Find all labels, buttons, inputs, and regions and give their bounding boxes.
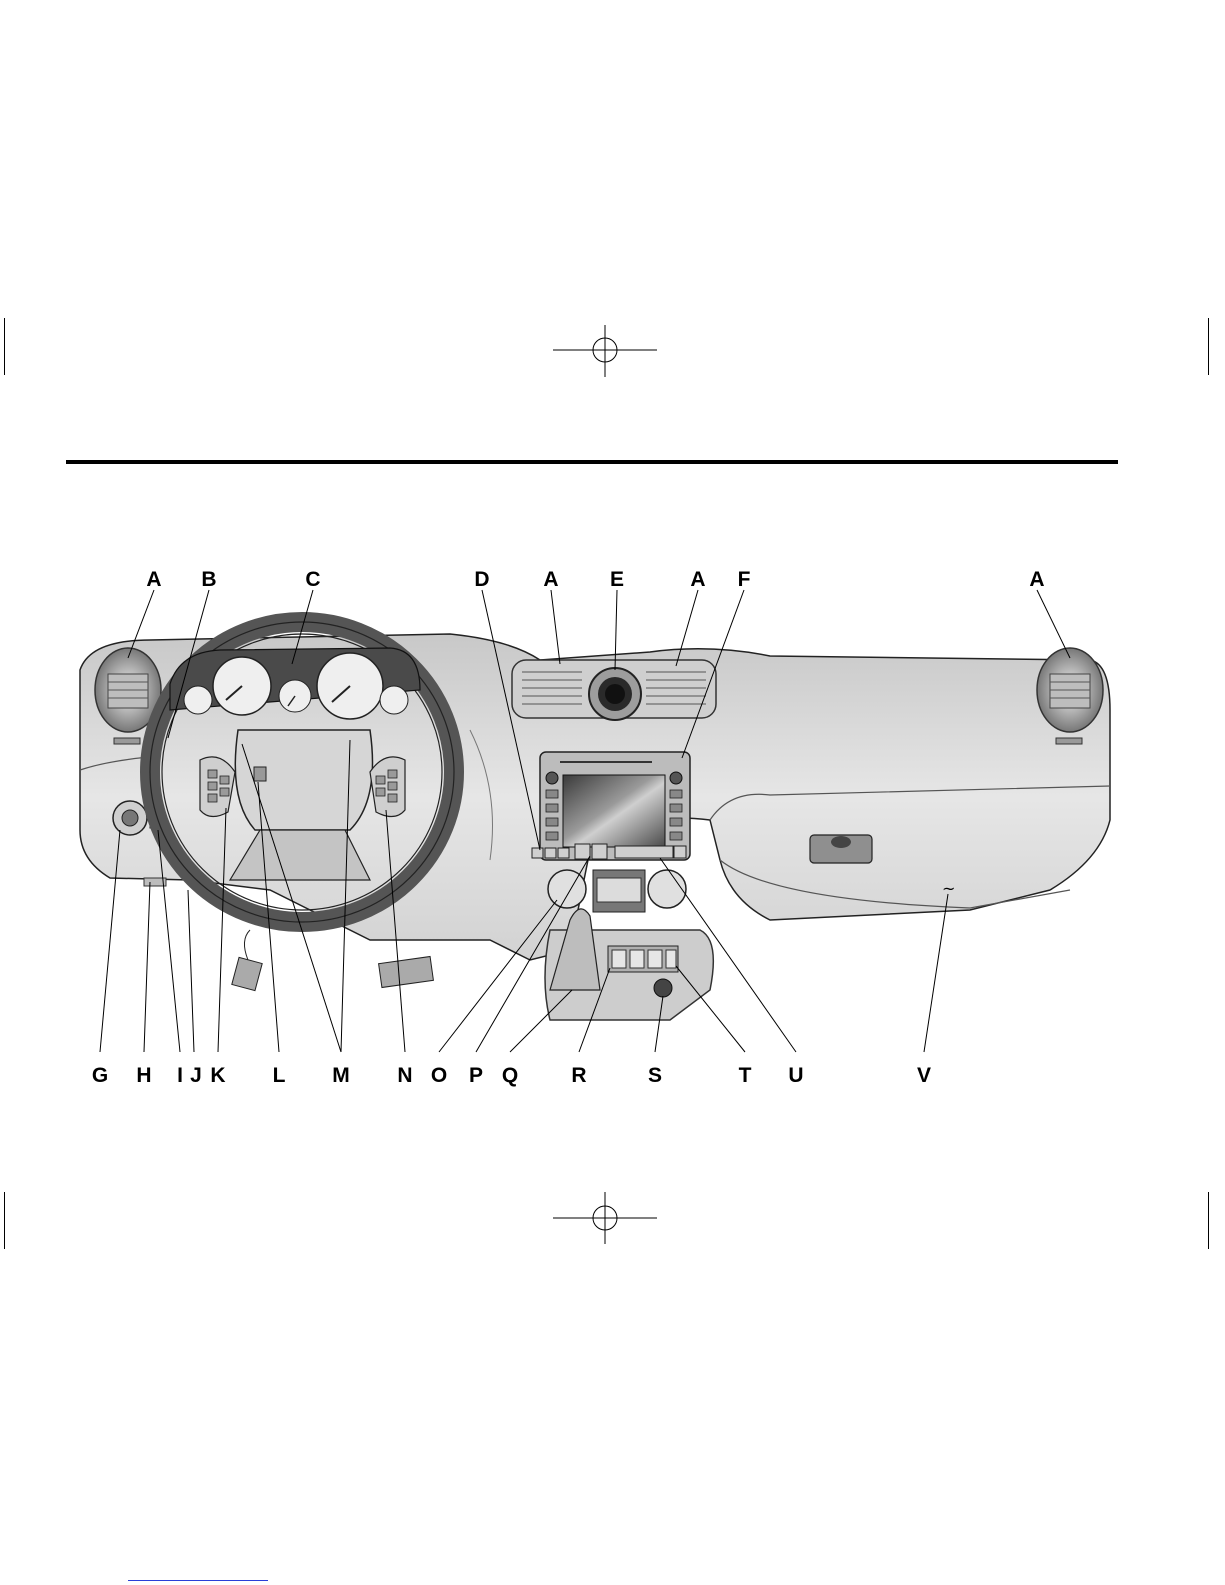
callout-p: P: [469, 1064, 483, 1087]
callout-v: V: [917, 1064, 931, 1087]
callout-g: G: [92, 1064, 108, 1087]
footer-link-underline: [128, 1580, 268, 1581]
svg-text:~: ~: [942, 879, 955, 898]
callout-a-center-right: A: [690, 568, 705, 591]
callout-d: D: [474, 568, 489, 591]
navigation-radio-unit: [540, 752, 690, 860]
callout-t: T: [739, 1064, 752, 1087]
callout-h: H: [136, 1064, 151, 1087]
center-console: [545, 909, 713, 1020]
callout-u: U: [788, 1064, 803, 1087]
trim-mark-right-bottom: [1208, 1192, 1209, 1249]
registration-mark-top: [553, 325, 657, 377]
instrument-cluster: [170, 648, 420, 719]
callout-m: M: [332, 1064, 350, 1087]
analog-clock: [589, 668, 641, 720]
top-callouts: A B C D A E A F A: [146, 568, 1044, 591]
callout-i: I: [177, 1064, 183, 1087]
callout-n: N: [397, 1064, 412, 1087]
trim-mark-left-bottom: [4, 1192, 5, 1249]
callout-f: F: [738, 568, 751, 591]
callout-l: L: [273, 1064, 286, 1087]
callout-j: J: [190, 1064, 202, 1087]
instrument-panel-illustration: ~: [70, 560, 1140, 1100]
trim-mark-right-top: [1208, 318, 1209, 375]
callout-s: S: [648, 1064, 662, 1087]
callout-q: Q: [502, 1064, 518, 1087]
callout-a-center-left: A: [543, 568, 558, 591]
callout-a-right: A: [1029, 568, 1044, 591]
registration-mark-bottom: [553, 1192, 657, 1244]
header-rule: [66, 460, 1118, 464]
climate-control-panel: [548, 870, 686, 912]
callout-e: E: [610, 568, 624, 591]
callout-r: R: [571, 1064, 586, 1087]
callout-b: B: [201, 568, 216, 591]
callout-o: O: [431, 1064, 447, 1087]
callout-a-left: A: [146, 568, 161, 591]
trim-mark-left-top: [4, 318, 5, 375]
callout-c: C: [305, 568, 320, 591]
bottom-callouts: G H I J K L M N O P Q R S T U V: [92, 1064, 931, 1087]
callout-k: K: [210, 1064, 225, 1087]
